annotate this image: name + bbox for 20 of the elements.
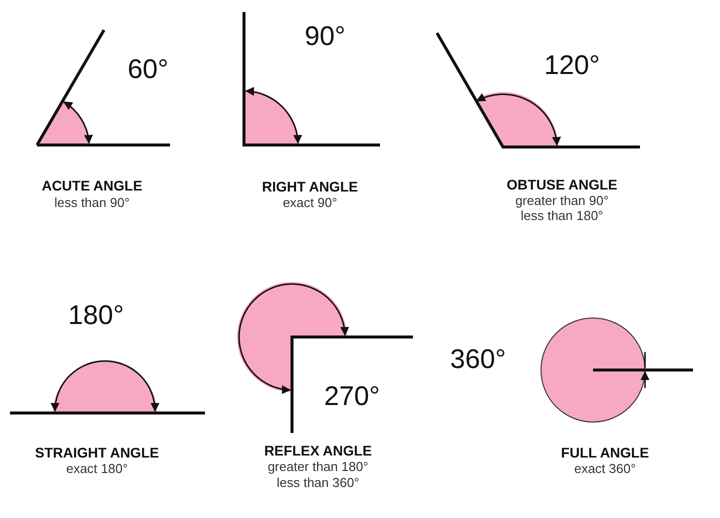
- angle-description: less than 180°: [520, 208, 604, 224]
- angle-value: 60°: [128, 55, 168, 85]
- angle-description: exact 360°: [574, 462, 636, 476]
- angle-description: less than 360°: [276, 476, 360, 490]
- angle-name: RIGHT ANGLE: [262, 179, 358, 195]
- angle-value: 360°: [450, 345, 506, 375]
- angle-name: REFLEX ANGLE: [264, 443, 372, 459]
- angle-description: exact 90°: [282, 196, 338, 210]
- angle-name: FULL ANGLE: [561, 445, 649, 461]
- angle-value: 180°: [68, 301, 124, 331]
- angle-description: greater than 180°: [268, 460, 368, 474]
- angle-value: 270°: [324, 382, 380, 412]
- angle-description: less than 90°: [54, 196, 130, 210]
- angle-name: STRAIGHT ANGLE: [35, 445, 159, 461]
- angle-description: greater than 90°: [515, 194, 609, 208]
- angle-value: 90°: [304, 22, 346, 52]
- angle-name: ACUTE ANGLE: [42, 178, 142, 194]
- angle-value: 120°: [544, 51, 600, 81]
- angle-name: OBTUSE ANGLE: [506, 177, 618, 193]
- angle-description: exact 180°: [66, 462, 128, 476]
